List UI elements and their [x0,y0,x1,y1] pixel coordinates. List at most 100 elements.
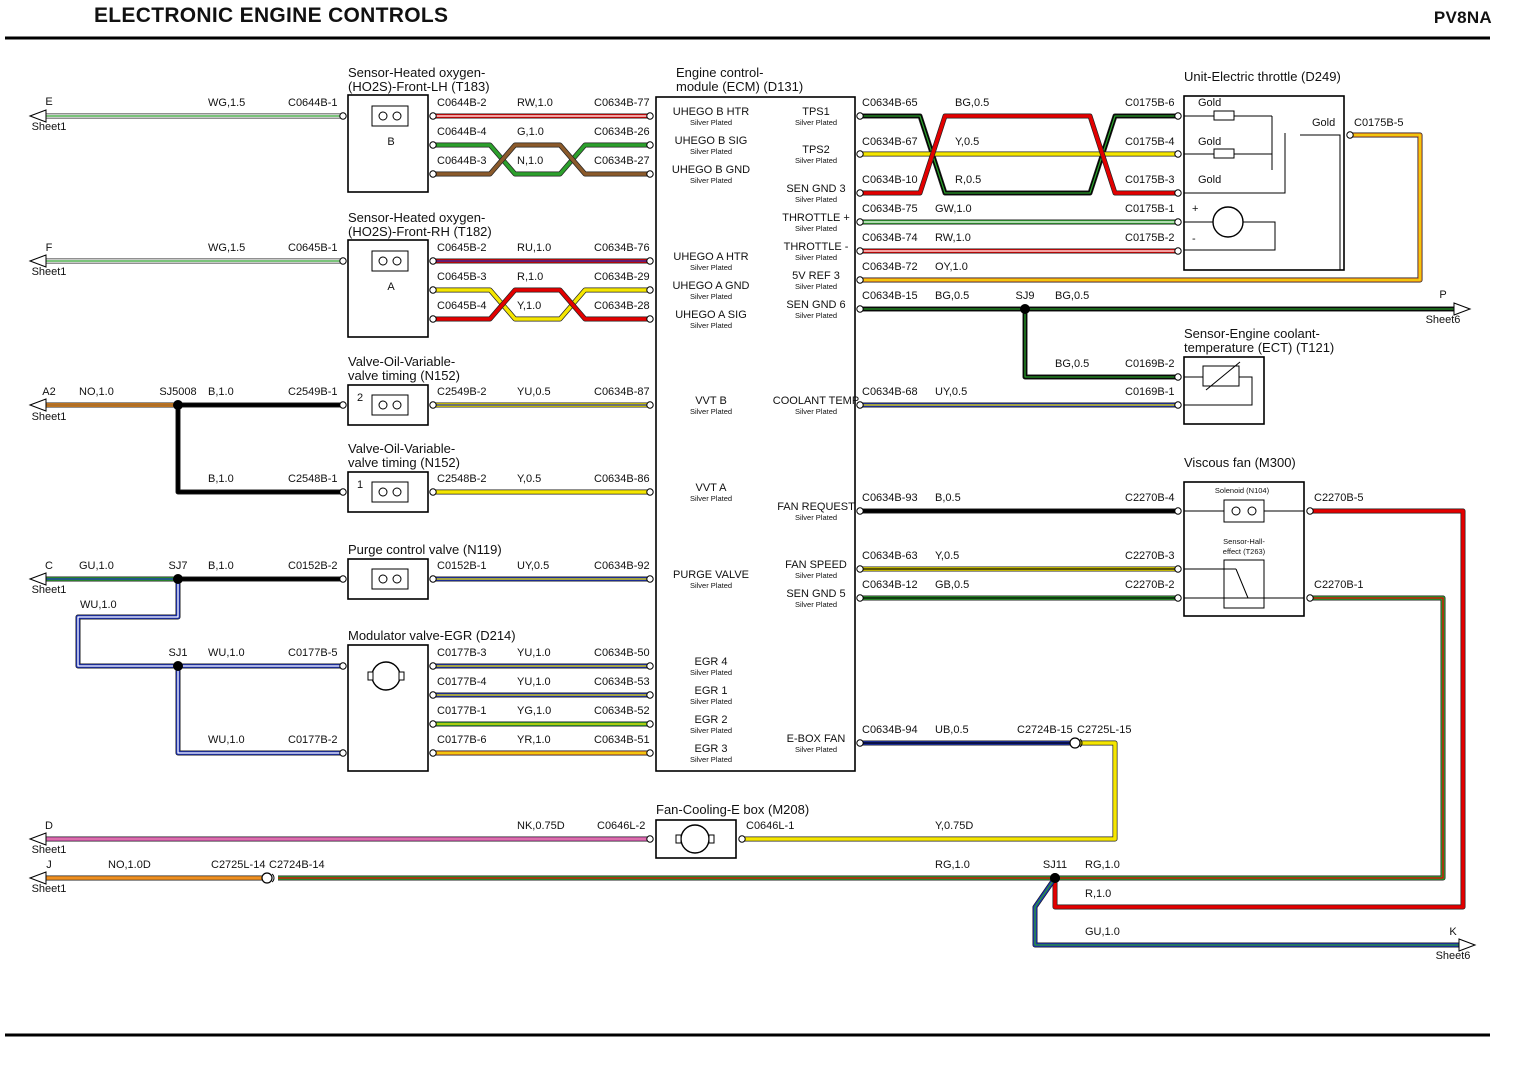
efan-motor-brush-a [675,834,682,844]
label: C0634B-74 [862,232,918,244]
ecm-pin-note: Silver Plated [690,668,732,677]
label: RW,1.0 [935,232,971,244]
label: C2725L-15 [1077,724,1131,736]
label: C0634B-76 [594,242,650,254]
label: C0644B-2 [437,97,487,109]
ho2s-rh-title: (HO2S)-Front-RH (T182) [348,224,492,239]
terminal [856,594,864,602]
ecm-pin-5v-ref-3: 5V REF 3 [792,270,840,282]
terminal [1346,131,1354,139]
terminal [646,749,654,757]
label: C2270B-5 [1314,492,1364,504]
label: C0646L-1 [746,820,794,832]
offsheet-D-sheet: Sheet1 [32,844,67,856]
splice-SJ5008-label: SJ5008 [159,386,196,398]
ecm-pin-throttle-: THROTTLE + [782,212,850,224]
gold-label: Gold [1312,117,1335,129]
wire-wu-egr2-tracer [177,666,343,754]
ecm-pin-note: Silver Plated [795,407,837,416]
thermistor-arrow [1205,361,1241,391]
ecm-pin-e-box-fan: E-BOX FAN [787,733,846,745]
label: RW,1.0 [517,97,553,109]
label: C2549B-1 [288,386,338,398]
terminal [646,835,654,843]
terminal [646,575,654,583]
terminal [429,691,437,699]
ho2s-lh-title: Sensor-Heated oxygen- [348,65,485,80]
wire-lh-27 [433,143,650,176]
ho2s-rh-pin-b [392,256,402,266]
label: B,0.5 [935,492,961,504]
terminal [429,315,437,323]
vvt1-title: valve timing (N152) [348,455,460,470]
egr-motor-brush-b [398,671,405,681]
vvt1-title: Valve-Oil-Variable- [348,441,455,456]
terminal [646,662,654,670]
label: WU,1.0 [208,734,245,746]
terminal [856,739,864,747]
label: BG,0.5 [1055,358,1089,370]
ecm-pin-tps2: TPS2 [802,144,830,156]
label: C0645B-3 [437,271,487,283]
terminal [429,662,437,670]
wire-wu-egr5-tracer [77,579,343,667]
label: B,1.0 [208,386,234,398]
label: C0646L-2 [597,820,645,832]
label: R,1.0 [1085,888,1111,900]
ecm-pin-note: Silver Plated [795,600,837,609]
terminal [429,401,437,409]
label: OY,1.0 [935,261,968,273]
vvt2-title: Valve-Oil-Variable- [348,354,455,369]
ho2s-lh-label: B [387,136,394,148]
connector-c2725l14-mate [271,873,275,883]
label: WU,1.0 [208,647,245,659]
label: Y,0.5 [955,136,979,148]
label: C0634B-28 [594,300,650,312]
label: C0177B-3 [437,647,487,659]
label: C0177B-2 [288,734,338,746]
ecm-pin-uhego-a-gnd: UHEGO A GND [672,280,749,292]
label: YU,1.0 [517,647,551,659]
offsheet-arrow-D [28,832,47,846]
label: C0177B-5 [288,647,338,659]
label: GB,0.5 [935,579,969,591]
label: Y,0.5 [935,550,959,562]
ecm-pin-note: Silver Plated [690,263,732,272]
label: WG,1.5 [208,242,245,254]
ecm-pin-note: Silver Plated [795,571,837,580]
terminal [646,112,654,120]
splice-SJ9-label: SJ9 [1016,290,1035,302]
ecm-pin-note: Silver Plated [690,697,732,706]
ecm-pin-uhego-b-htr: UHEGO B HTR [673,106,749,118]
wire-K-tracer [1034,877,1465,946]
ect-title: Sensor-Engine coolant- [1184,326,1320,341]
ecm-pin-note: Silver Plated [690,581,732,590]
label: C0634B-72 [862,261,918,273]
label: B,1.0 [208,560,234,572]
terminal [1306,594,1314,602]
visc-title: Viscous fan (M300) [1184,455,1296,470]
label: C0634B-68 [862,386,918,398]
label: C0644B-3 [437,155,487,167]
page-code: PV8NA [1433,8,1492,27]
terminal [339,488,347,496]
ho2s-rh-label: A [387,281,395,293]
connector-c2725l14 [261,872,273,884]
splice-SJ11-top [1050,873,1060,883]
label: C0634B-77 [594,97,650,109]
label: C0634B-63 [862,550,918,562]
terminal [646,720,654,728]
splice-SJ1 [173,661,183,671]
terminal [856,507,864,515]
terminal [646,286,654,294]
solenoid-label: Solenoid (N104) [1215,486,1270,495]
terminal [646,141,654,149]
vvt1-pin-a [378,487,388,497]
solenoid-icon [1223,499,1265,523]
label: C0175B-3 [1125,174,1175,186]
egr-motor-icon [371,661,401,691]
label: C2270B-3 [1125,550,1175,562]
splice-SJ11-label: SJ11 [1043,859,1067,871]
ecm-pin-vvt-b: VVT B [695,395,727,407]
ecm-pin-egr-3: EGR 3 [694,743,727,755]
